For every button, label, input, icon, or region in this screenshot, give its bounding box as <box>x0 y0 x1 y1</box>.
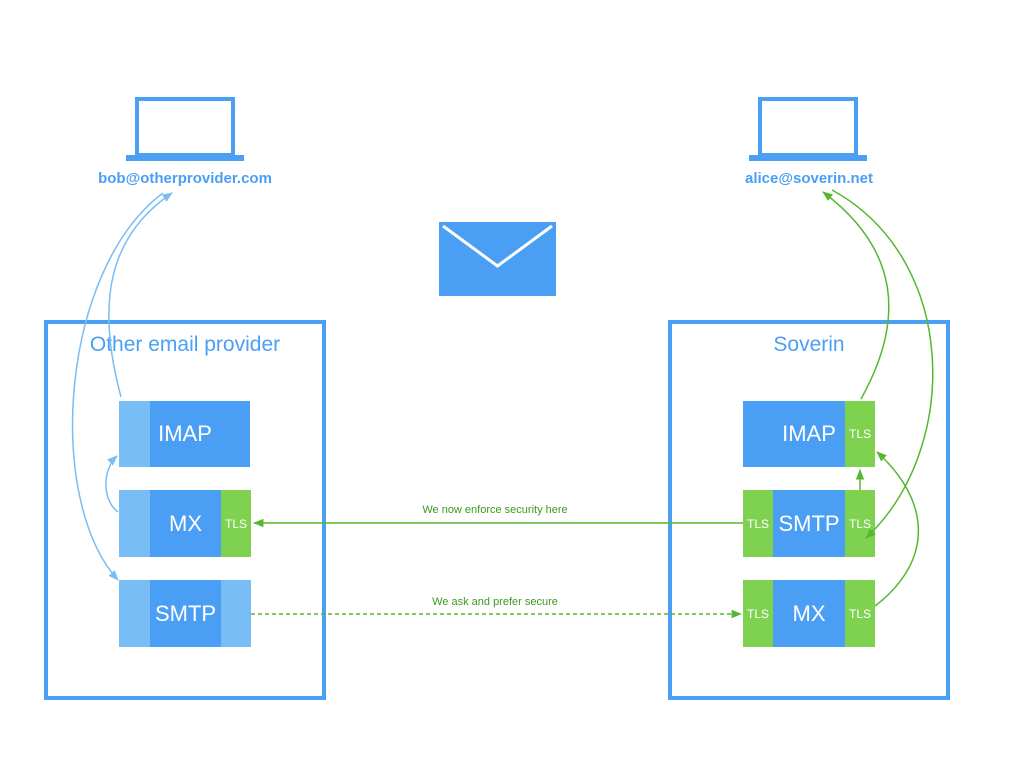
arrow-imap-to-alice <box>822 191 890 400</box>
envelope-icon <box>439 222 556 296</box>
arrow-alice-to-smtp <box>831 189 934 539</box>
arrow-bob-to-smtp <box>71 192 164 581</box>
arrow-mx-to-imap <box>105 455 119 513</box>
provider-title-other: Other email provider <box>89 333 281 356</box>
imap-service-other: IMAP <box>150 401 250 467</box>
user-address-alice: alice@soverin.net <box>744 170 873 187</box>
mx-tls-badge-other: TLS <box>221 490 251 557</box>
provider-title-soverin: Soverin <box>773 333 845 356</box>
smtp-service-other: SMTP <box>150 580 221 647</box>
mx-service-soverin: MX <box>773 580 845 647</box>
smtp-tls-badge-left: TLS <box>743 490 773 557</box>
smtp-tls-badge-right: TLS <box>845 490 875 557</box>
imap-service-soverin: IMAP <box>743 401 845 467</box>
laptop-base <box>126 155 244 161</box>
link-label-prefer: We ask and prefer secure <box>432 596 558 608</box>
provider-box-other <box>44 320 326 700</box>
link-label-enforce: We now enforce security here <box>422 504 568 516</box>
arrow-mx-to-imap-soverin <box>874 451 920 607</box>
smtp-pad-right <box>221 580 251 647</box>
imap-pad <box>119 401 150 467</box>
mx-pad <box>119 490 150 557</box>
mx-service-other: MX <box>150 490 221 557</box>
laptop-icon-bob <box>126 97 244 163</box>
provider-box-soverin <box>668 320 950 700</box>
smtp-service-soverin: SMTP <box>773 490 845 557</box>
user-address-bob: bob@otherprovider.com <box>98 170 272 187</box>
mx-tls-badge-left: TLS <box>743 580 773 647</box>
mx-tls-badge-right: TLS <box>845 580 875 647</box>
laptop-base <box>749 155 867 161</box>
arrow-imap-to-bob <box>108 192 173 398</box>
laptop-icon-alice <box>749 97 867 163</box>
smtp-pad-left <box>119 580 150 647</box>
imap-tls-badge-soverin: TLS <box>845 401 875 467</box>
